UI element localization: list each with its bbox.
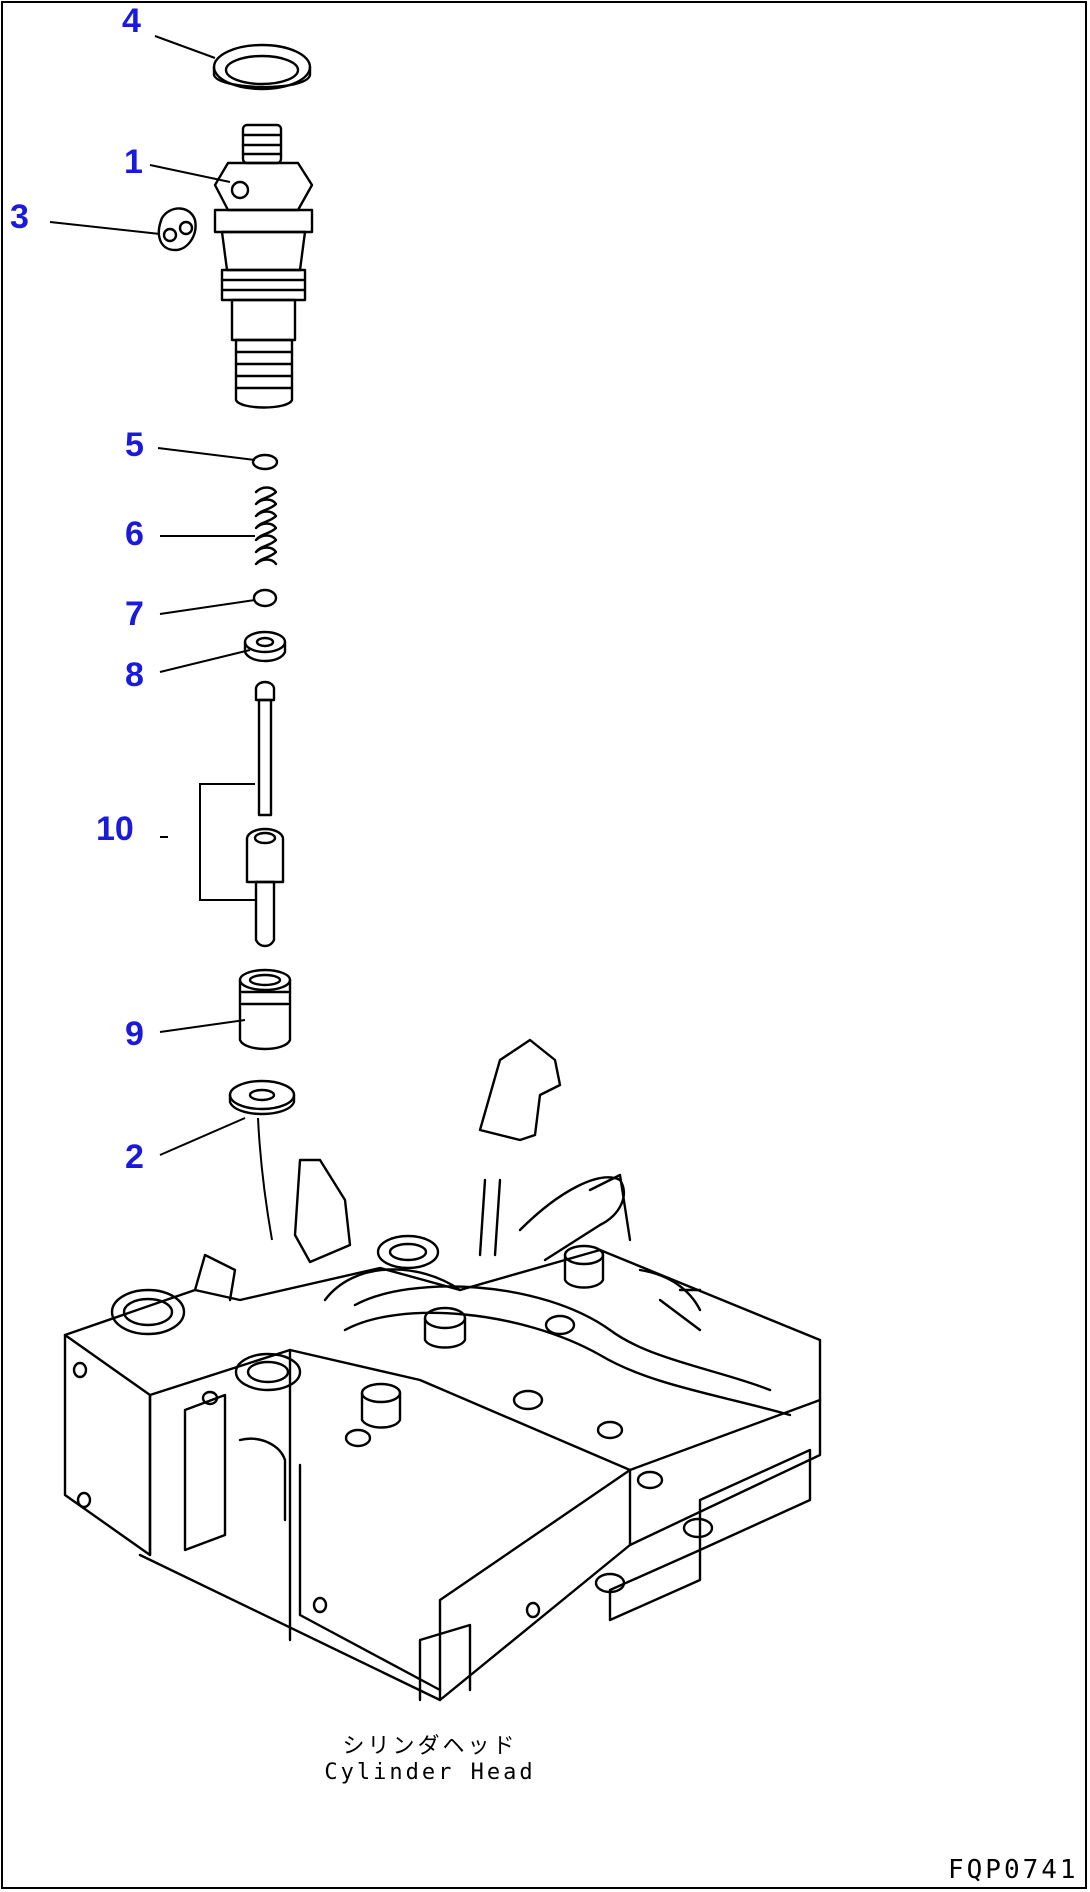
part-2-gasket xyxy=(228,1079,296,1116)
callout-5: 5 xyxy=(125,426,144,464)
leader-2 xyxy=(159,1117,273,1241)
part-3-clip xyxy=(157,207,197,252)
leader-7 xyxy=(159,599,256,615)
callout-8: 8 xyxy=(125,656,144,694)
part-7-seat xyxy=(252,588,278,608)
callout-1: 1 xyxy=(124,143,143,181)
caption-japanese: シリンダヘッド xyxy=(342,1734,518,1759)
callout-2: 2 xyxy=(125,1138,144,1176)
callout-3: 3 xyxy=(10,198,29,236)
caption-english: Cylinder Head xyxy=(324,1760,536,1785)
leader-8 xyxy=(159,649,251,673)
leader-9 xyxy=(159,1019,246,1033)
bracket-10 xyxy=(199,783,255,901)
leader-4 xyxy=(154,35,216,59)
cylinder-head-drawing xyxy=(63,1038,822,1702)
part-10-nozzle xyxy=(245,680,285,948)
leader-3 xyxy=(49,221,161,235)
part-5-washer xyxy=(251,453,279,471)
callout-4: 4 xyxy=(122,2,141,40)
callout-6: 6 xyxy=(125,515,144,553)
leader-5 xyxy=(157,447,256,461)
part-1-nozzle-holder xyxy=(213,123,314,409)
leader-lines xyxy=(49,35,273,1241)
callout-9: 9 xyxy=(125,1015,144,1053)
part-9-sleeve xyxy=(238,968,292,1051)
callout-10: 10 xyxy=(96,810,134,848)
figure-code: FQP0741 xyxy=(948,1855,1079,1885)
part-4-gasket xyxy=(212,43,312,91)
part-6-spring xyxy=(254,486,278,566)
leader-1 xyxy=(149,164,231,183)
part-8-spacer xyxy=(243,630,287,663)
callout-7: 7 xyxy=(125,595,144,633)
